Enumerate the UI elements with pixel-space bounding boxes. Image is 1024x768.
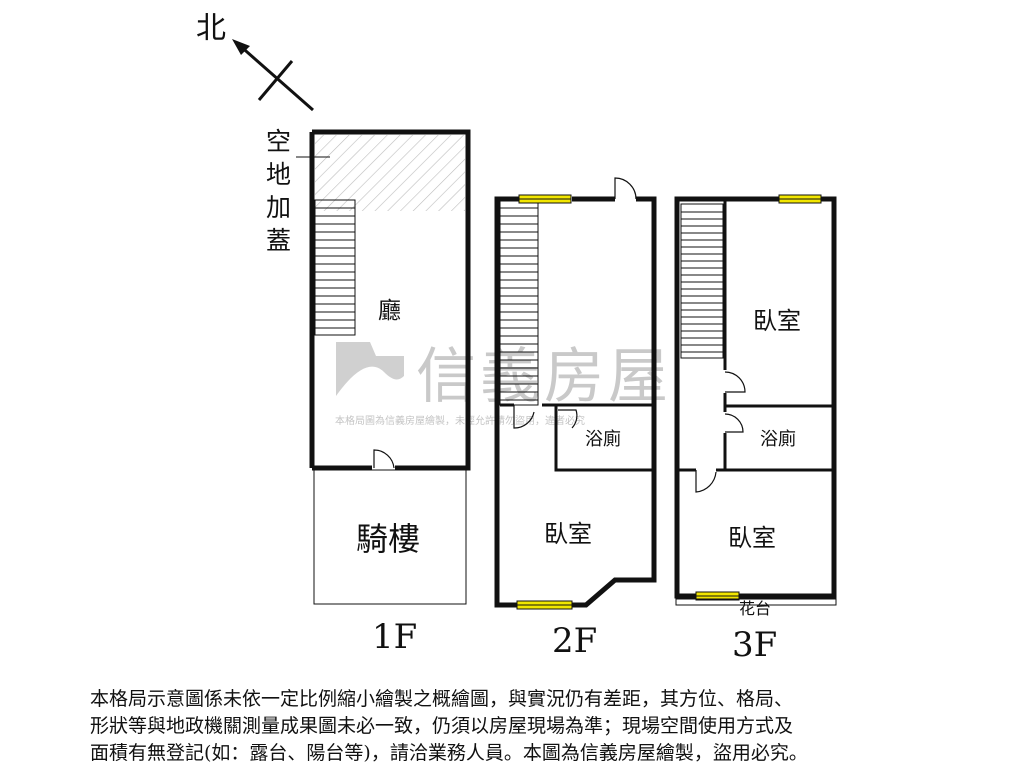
disclaimer-line: 形狀等與地政機關測量成果圖未必一致，仍須以房屋現場為準；現場空間使用方式及 (90, 715, 794, 737)
stairs-3f (680, 203, 724, 359)
svg-text:蓋: 蓋 (266, 226, 291, 255)
planter-3f (675, 598, 837, 606)
disclaimer-line: 本格局示意圖係未依一定比例縮小繪製之概繪圖，與實況仍有差距，其方位、格局、 (90, 688, 794, 710)
svg-text:地: 地 (266, 160, 291, 189)
room-2f-bath-label: 浴廁 (585, 428, 621, 450)
floor-1f-label: 1F (372, 617, 417, 657)
room-arcade-label: 騎樓 (356, 520, 420, 558)
svg-text:加: 加 (266, 193, 291, 222)
walls-2f (494, 196, 657, 608)
floor-3f: 臥室 浴廁 臥室 花台 3F (674, 194, 837, 665)
room-3f-bedroom-bottom-label: 臥室 (728, 524, 776, 552)
disclaimer: 本格局示意圖係未依一定比例縮小繪製之概繪圖，與實況仍有差距，其方位、格局、 形狀… (90, 686, 950, 767)
floor-2f-label: 2F (552, 621, 597, 661)
bath-walls-2f (542, 403, 654, 472)
floor-2f: 浴廁 臥室 2F (494, 177, 657, 661)
door-3f-bedroom-bottom (695, 470, 717, 493)
annex-hatch (315, 135, 465, 211)
floor-1f: 空 地 加 蓋 廳 騎樓 1F (266, 127, 471, 657)
brand-logo-icon (336, 342, 404, 398)
door-3f-bath (724, 413, 744, 433)
door-2f-hall (513, 405, 535, 429)
north-arrow-cross (257, 60, 294, 101)
room-2f-bedroom-label: 臥室 (544, 520, 592, 548)
room-3f-planter-label: 花台 (739, 599, 771, 618)
north-arrow: 北 (196, 11, 314, 112)
stairs-2f (499, 199, 539, 406)
svg-text:空: 空 (266, 127, 291, 156)
floor-3f-label: 3F (732, 625, 777, 665)
watermark-notice: 本格局圖為信義房屋繪製，未經允許請勿盜用，違者必究 (335, 414, 585, 427)
room-3f-bath-label: 浴廁 (760, 428, 796, 450)
door-3f-bedroom-top (724, 371, 746, 393)
north-label: 北 (196, 11, 226, 46)
north-arrow-shaft (237, 42, 314, 112)
watermark-brand: 信義房屋 (416, 342, 672, 412)
stairs-1f (314, 199, 356, 336)
floor-plan: 北 信義房屋 本格局圖為信義房屋繪製，未經允許請勿盜用，違者必究 空 地 加 蓋… (196, 11, 837, 665)
arcade-outline (313, 469, 467, 605)
north-arrow-head (232, 39, 250, 55)
disclaimer-line: 面積有無登記(如：露台、陽台等)，請洽業務人員。本圖為信義房屋繪製，盜用必究。 (90, 742, 808, 764)
room-3f-bedroom-top-label: 臥室 (753, 307, 801, 335)
door-2f-balcony (614, 177, 637, 200)
door-1f (373, 449, 395, 469)
walls-1f (312, 129, 471, 471)
door-2f-bath (558, 409, 578, 429)
watermark: 信義房屋 本格局圖為信義房屋繪製，未經允許請勿盜用，違者必究 (335, 342, 672, 427)
annex-label: 空 地 加 蓋 (266, 127, 291, 255)
room-hall-label: 廳 (378, 298, 401, 324)
walls-3f (674, 196, 837, 599)
interior-walls-3f (716, 199, 834, 472)
